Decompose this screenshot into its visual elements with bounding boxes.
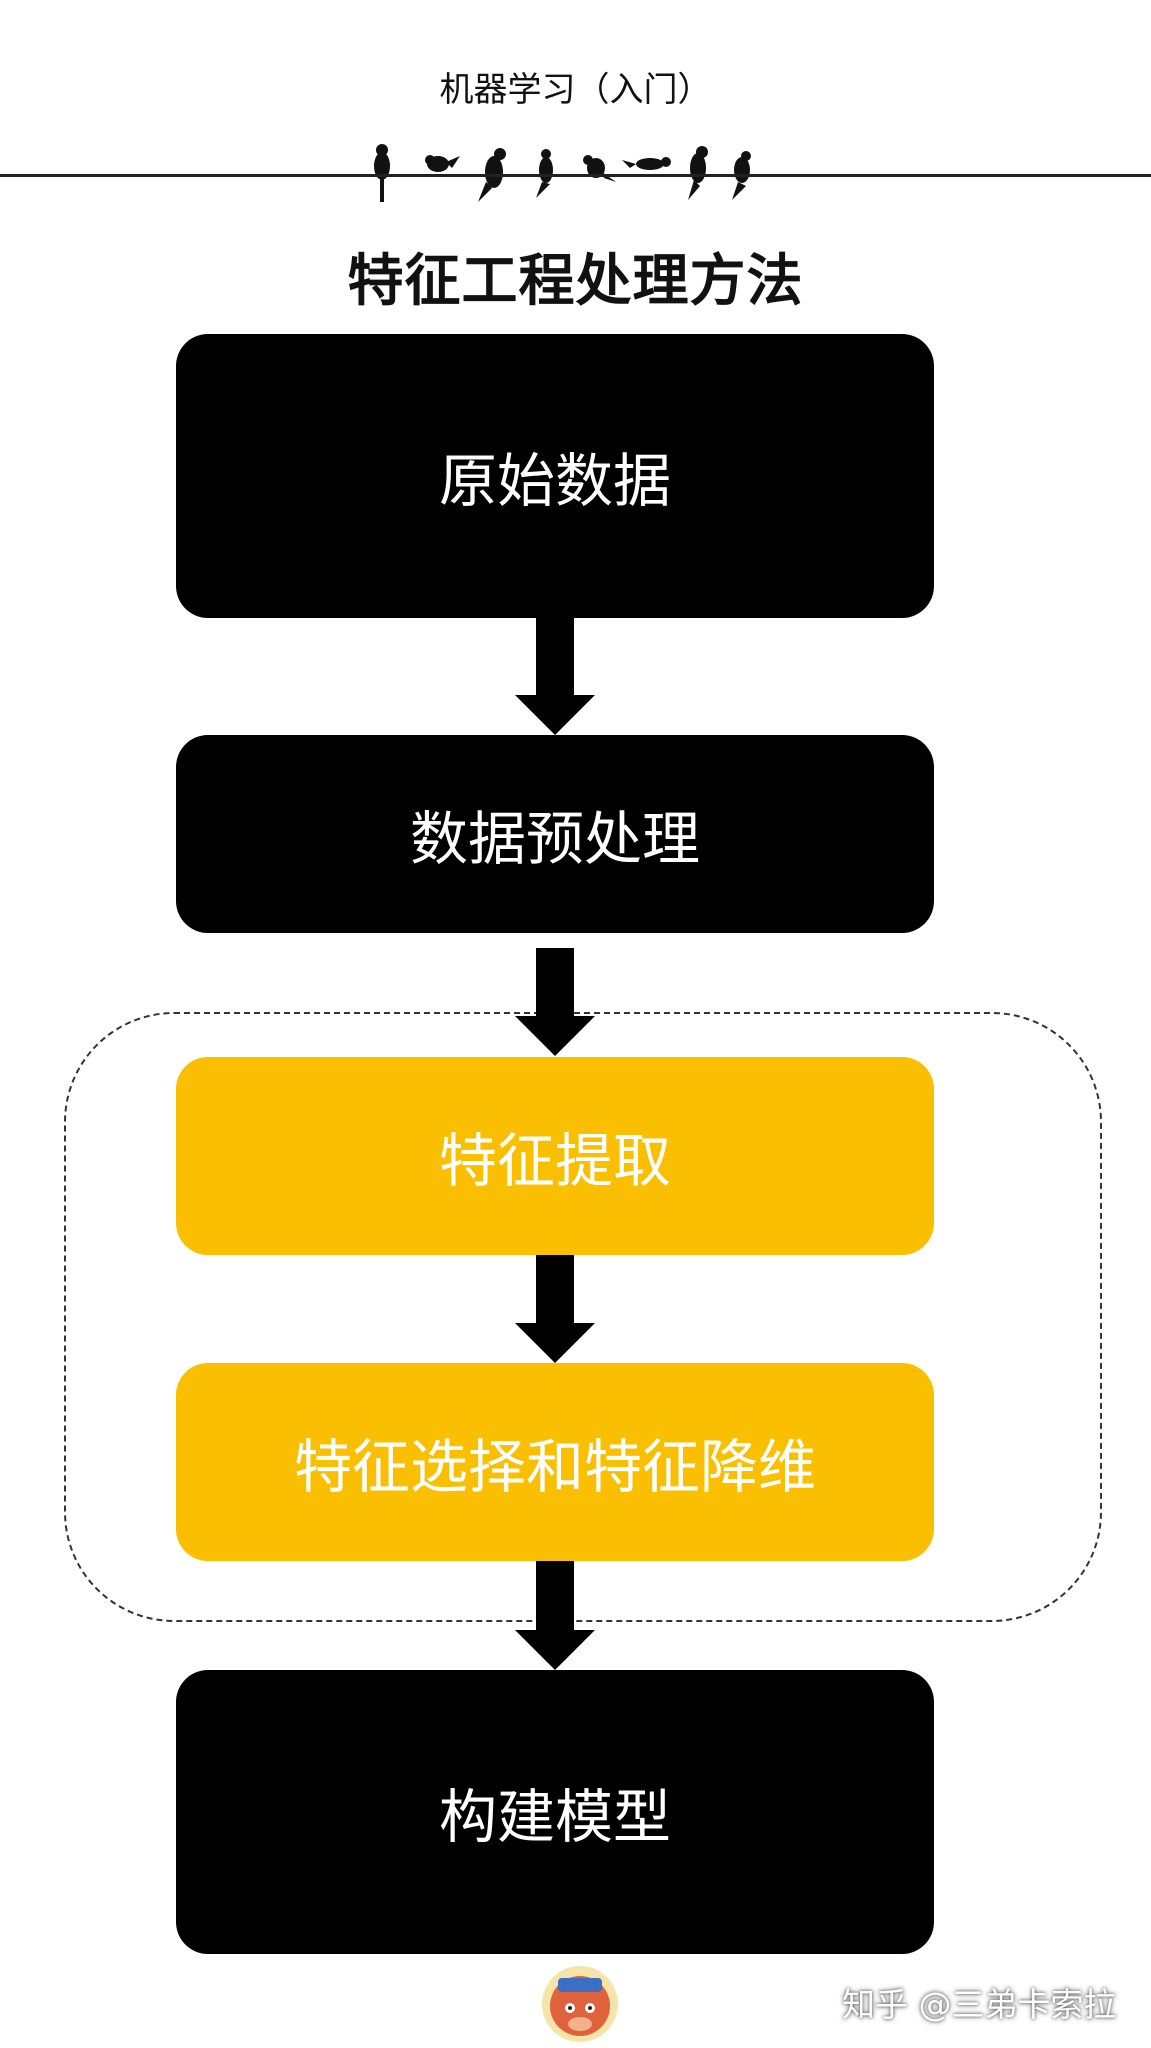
- step-box-feature-selection: 特征选择和特征降维: [176, 1363, 934, 1561]
- arrow-down-4: [515, 1561, 595, 1670]
- step-box-feature-extraction: 特征提取: [176, 1057, 934, 1255]
- monkey-avatar-icon: [542, 1966, 618, 2042]
- feature-engineering-group-frame: [64, 1012, 1102, 1622]
- watermark-text: 知乎 @三弟卡索拉: [842, 1985, 1117, 2024]
- header-title: 机器学习（入门）: [439, 70, 712, 110]
- step-box-preprocessing: 数据预处理: [176, 735, 934, 933]
- diagram-title: 特征工程处理方法: [347, 249, 804, 314]
- arrow-down-2: [515, 948, 595, 1056]
- arrow-down-1: [515, 618, 595, 735]
- step-box-build-model: 构建模型: [176, 1670, 934, 1954]
- header-divider-line: [0, 174, 1151, 177]
- birds-on-wire-icon: [374, 144, 751, 202]
- arrow-down-3: [515, 1255, 595, 1363]
- step-box-raw-data: 原始数据: [176, 334, 934, 618]
